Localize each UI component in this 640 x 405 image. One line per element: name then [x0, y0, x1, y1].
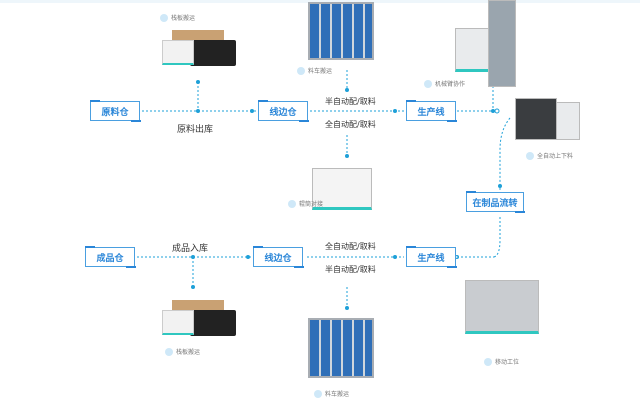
label-raw-outbound: 原料出库 — [177, 125, 214, 135]
bullet-icon — [165, 347, 173, 356]
roller-agv-image — [312, 168, 372, 210]
bullet-icon — [288, 199, 296, 208]
robot-arm-image — [455, 28, 493, 72]
node-line-side-warehouse-2: 线边仓 — [253, 246, 304, 268]
node-line-side-warehouse: 线边仓 — [258, 100, 309, 122]
pallet-agv-image — [160, 30, 238, 68]
node-raw-warehouse: 原料仓 — [90, 100, 141, 122]
label-full-auto-2: 全自动配/取料 — [325, 242, 376, 251]
caption-cart-bottom: 料车搬运 — [314, 389, 349, 398]
caption-roller: 辊筒对接 — [288, 199, 323, 208]
label-full-auto: 全自动配/取料 — [325, 120, 376, 129]
label-semi-auto-2: 半自动配/取料 — [325, 265, 376, 274]
caption-pallet-top: 栈板搬运 — [160, 13, 195, 22]
node-wip-flow: 在制品流转 — [466, 191, 525, 213]
label-semi-auto: 半自动配/取料 — [325, 97, 376, 106]
bullet-icon — [297, 66, 305, 75]
loading-agv-image — [556, 102, 580, 140]
bullet-icon — [526, 151, 534, 160]
material-cart-image — [308, 2, 374, 60]
label-finished-inbound: 成品入库 — [172, 244, 209, 254]
node-production-line-2: 生产线 — [406, 246, 457, 268]
mobile-station-image — [465, 280, 539, 334]
caption-mobile-station: 移动工位 — [484, 357, 519, 366]
top-divider — [0, 0, 640, 3]
node-production-line: 生产线 — [406, 100, 457, 122]
cnc-machine-image — [515, 98, 557, 140]
bullet-icon — [160, 13, 168, 22]
node-finished-warehouse: 成品仓 — [85, 246, 136, 268]
caption-auto-loading: 全自动上下料 — [526, 151, 573, 160]
caption-pallet-bottom: 栈板搬运 — [165, 347, 200, 356]
material-cart-image-2 — [308, 318, 374, 378]
pallet-agv-image-2 — [160, 300, 238, 338]
caption-cart-top: 料车搬运 — [297, 66, 332, 75]
caption-robot-arm: 机械臂协作 — [424, 79, 465, 88]
bullet-icon — [424, 79, 432, 88]
bullet-icon — [314, 389, 322, 398]
robot-column-image — [488, 0, 516, 87]
bullet-icon — [484, 357, 492, 366]
